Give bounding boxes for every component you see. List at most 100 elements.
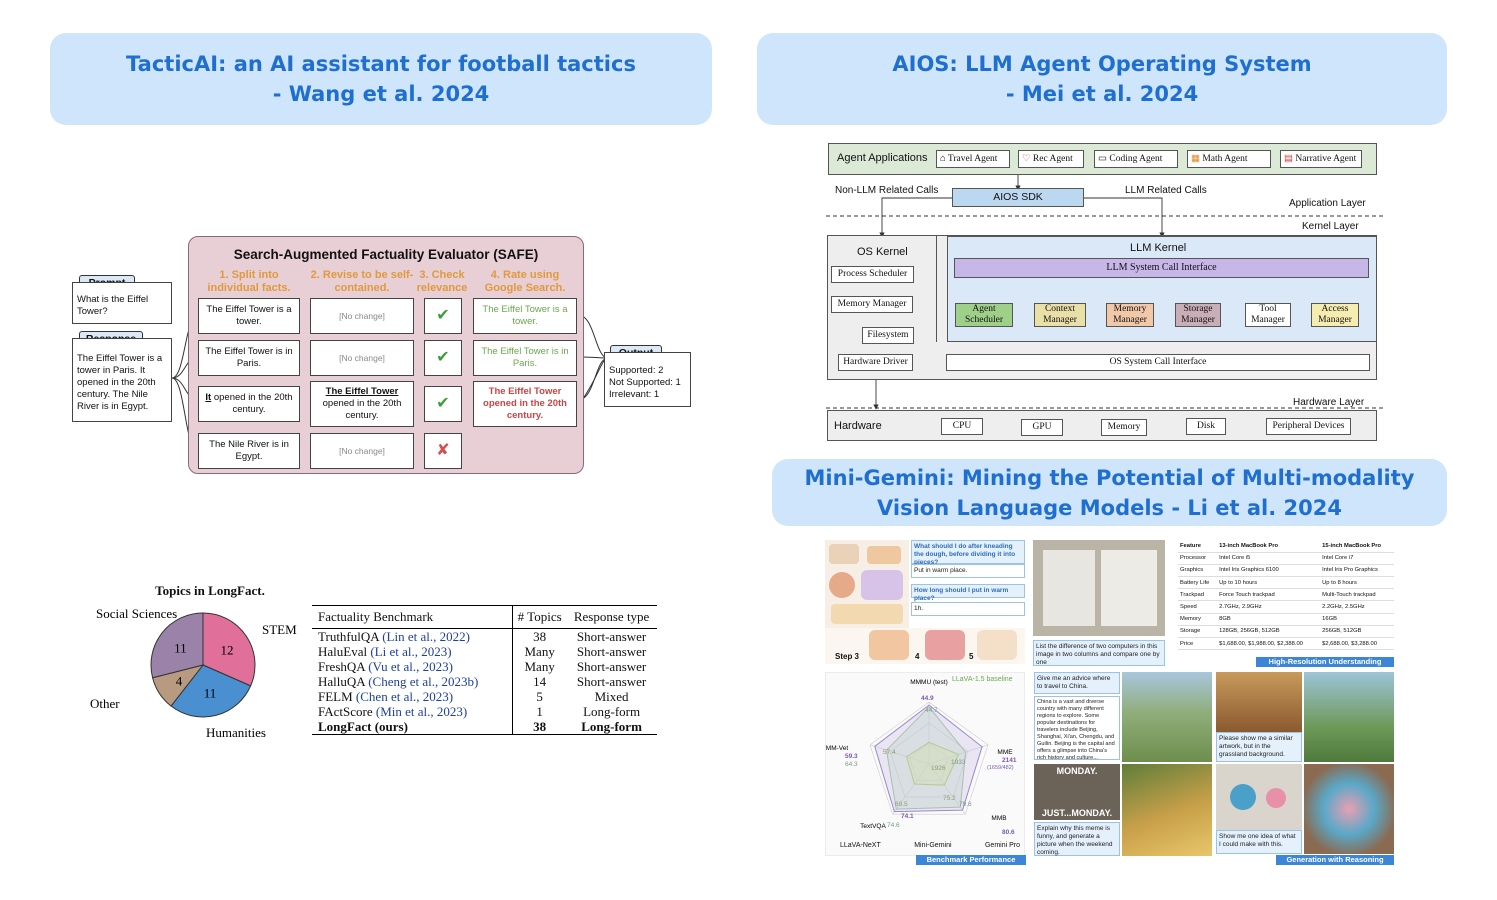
app-label: Rec Agent <box>1032 154 1073 164</box>
check-icon: ✔ <box>436 349 450 366</box>
benchmark-response-type: Short-answer <box>576 659 647 674</box>
app-rec-agent: ♡ Rec Agent <box>1018 150 1084 168</box>
manager-label: Context Manager <box>1043 304 1077 325</box>
meme-image: MONDAY. JUST...MONDAY. <box>1034 764 1120 820</box>
radar-value-other: 79.6 <box>959 801 972 808</box>
yarn-image <box>1216 764 1302 830</box>
yarn-ball-blue <box>1230 784 1256 810</box>
agent-applications-label: Agent Applications <box>837 152 928 164</box>
safe-step-2: 2. Revise to be self-contained. <box>310 269 414 294</box>
manager-label: Tool Manager <box>1251 304 1285 325</box>
revise-box-1: [No change] <box>310 298 414 334</box>
radar-value-inner: 69.5 <box>895 801 908 808</box>
app-label: Narrative Agent <box>1295 154 1357 164</box>
radar-value-inner: 75.2 <box>943 795 956 802</box>
pie-category-label: Social Sciences <box>96 606 177 621</box>
non-llm-calls-label: Non-LLM Related Calls <box>835 185 939 196</box>
app-label: Math Agent <box>1202 154 1248 164</box>
manager-label: Memory Manager <box>1113 304 1147 325</box>
check-box-1: ✔ <box>424 298 462 334</box>
benchmark-caption: Benchmark Performance <box>916 855 1026 865</box>
spec-cell: Trackpad <box>1178 588 1218 602</box>
spec-table: Feature 13-inch MacBook Pro 15-inch MacB… <box>1178 540 1394 651</box>
benchmark-title: HaluEval <box>318 644 368 659</box>
radar-axis-label: MMMU (test) <box>910 679 948 686</box>
output-line-2: Not Supported: 1 <box>609 376 681 388</box>
thumbs-up-icon: ♡ <box>1022 154 1031 164</box>
benchmark-citation: (Cheng et al., 2023b) <box>368 674 479 689</box>
baking-image-3 <box>829 572 855 598</box>
os-item-label: Hardware Driver <box>843 357 908 367</box>
aios-sdk-label: AIOS SDK <box>993 191 1043 203</box>
spec-cell: Graphics <box>1178 564 1218 578</box>
pie-slice-social-sciences <box>150 612 204 679</box>
hw-label: GPU <box>1032 422 1052 432</box>
step3-image <box>869 630 909 660</box>
fact-text-1: The Eiffel Tower is a tower. <box>206 304 292 327</box>
no-change-4: [No change] <box>339 446 385 456</box>
meme-prompt-text: Explain why this meme is funny, and gene… <box>1037 825 1113 856</box>
radar-value-mini-gemini: 44.9 <box>921 695 934 702</box>
compare-prompt-text: List the difference of two computers in … <box>1036 643 1160 666</box>
hw-cpu: CPU <box>941 418 983 435</box>
llm-syscall-interface: LLM System Call Interface <box>954 258 1369 278</box>
manager-label: Storage Manager <box>1181 304 1215 325</box>
hardware-label: Hardware <box>834 420 882 432</box>
benchmark-title: LongFact (ours) <box>318 719 408 734</box>
spec-cell: Processor <box>1178 552 1218 565</box>
spec-cell: $1,688.00, $1,988.00, $2,388.00 <box>1217 637 1321 651</box>
hw-disk: Disk <box>1186 418 1226 435</box>
step4-image <box>925 630 965 660</box>
storage-manager: Storage Manager <box>1175 303 1221 327</box>
benchmark-topics: 38 <box>512 719 567 735</box>
benchmark-name: FreshQA (Vu et al., 2023) <box>312 659 513 674</box>
q1-text: What should I do after kneading the doug… <box>914 543 1016 566</box>
spec-cell: 2.2GHz, 2.5GHz <box>1320 600 1394 614</box>
fact-box-4: The Nile River is in Egypt. <box>198 433 300 469</box>
radar-baseline-legend: LLaVA-1.5 baseline <box>952 676 1013 683</box>
revised-rest: opened in the 20th century. <box>322 398 402 421</box>
benchmark-response-type: Short-answer <box>576 674 647 689</box>
spec-header: 13-inch MacBook Pro <box>1217 540 1321 553</box>
spec-header: 15-inch MacBook Pro <box>1320 540 1394 553</box>
spec-cell: 2.7GHz, 2.9GHz <box>1217 600 1321 614</box>
app-label: Travel Agent <box>947 154 998 164</box>
baking-steps-strip: Step 3 4 5 <box>825 628 1025 664</box>
idea-prompt-text: Show me one idea of what I could make wi… <box>1219 833 1296 848</box>
spec-cell: $2,688.00, $3,288.00 <box>1320 637 1394 651</box>
benchmark-citation: (Vu et al., 2023) <box>368 659 453 674</box>
cross-icon: ✘ <box>436 442 450 459</box>
generation-caption: Generation with Reasoning <box>1276 855 1394 865</box>
travel-answer-text: China is a vast and diverse country with… <box>1037 699 1115 760</box>
llm-kernel-label: LLM Kernel <box>1130 242 1187 254</box>
meme-prompt: Explain why this meme is funny, and gene… <box>1034 822 1120 856</box>
baking-image-1 <box>829 544 859 564</box>
spec-cell: Intel Iris Pro Graphics <box>1320 564 1394 578</box>
map-pin-icon: ⌂ <box>940 154 946 164</box>
fact-text-3: opened in the 20th century. <box>213 392 293 415</box>
document-icon: ▤ <box>1284 154 1293 164</box>
hw-label: Memory <box>1107 422 1141 432</box>
os-item-label: Memory Manager <box>837 299 907 309</box>
output-line-3: Irrelevant: 1 <box>609 388 660 400</box>
os-kernel-label: OS Kernel <box>857 246 908 258</box>
aios-banner: AIOS: LLM Agent Operating System - Mei e… <box>757 33 1447 125</box>
check-icon: ✔ <box>436 307 450 324</box>
benchmark-title: FreshQA <box>318 659 365 674</box>
pie-category-label: Humanities <box>206 725 266 740</box>
benchmark-name: TruthfulQA (Lin et al., 2022) <box>312 629 513 644</box>
baking-illustration <box>825 540 909 628</box>
a2-text: 1h. <box>914 605 924 612</box>
benchmark-response-type: Short-answer <box>576 644 647 659</box>
fact-box-3: It opened in the 20th century. <box>198 386 300 422</box>
response-text: The Eiffel Tower is a tower in Paris. It… <box>77 353 163 412</box>
os-item-label: Process Scheduler <box>837 269 908 279</box>
baseline-legend-text: LLaVA-1.5 baseline <box>952 676 1013 683</box>
pie-slice-stem <box>202 612 256 687</box>
benchmark-name: HalluQA (Cheng et al., 2023b) <box>312 674 513 689</box>
benchmark-topics: 38 <box>512 628 567 644</box>
